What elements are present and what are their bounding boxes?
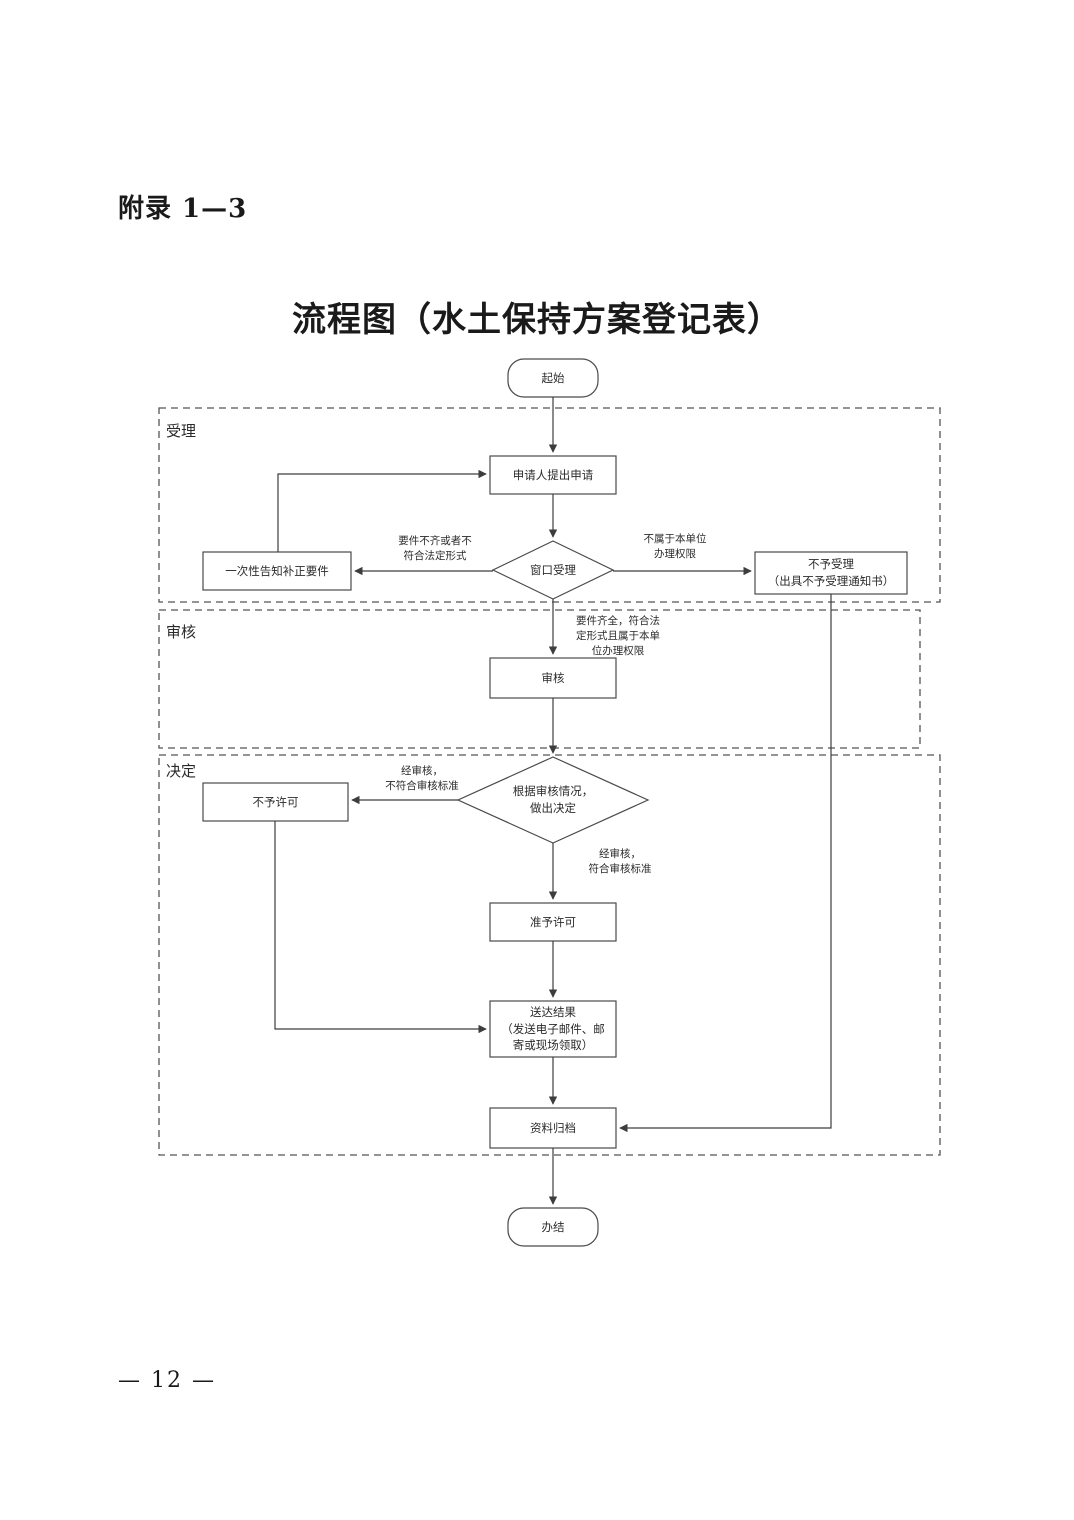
node-grant-permit-shape bbox=[489, 902, 617, 942]
node-start-shape bbox=[507, 358, 599, 398]
lane-box-review bbox=[158, 609, 921, 749]
lane-label-acceptance: 受理 bbox=[166, 422, 197, 440]
edge-notify-fix-to-apply bbox=[277, 469, 487, 552]
page-number: — 12 — bbox=[118, 1368, 216, 1393]
node-apply-shape bbox=[489, 455, 617, 495]
edge-label-out-of-scope: 不属于本单位 办理权限 bbox=[643, 533, 707, 561]
lane-box-acceptance bbox=[158, 407, 941, 603]
node-archive-shape bbox=[489, 1107, 617, 1149]
node-review-shape bbox=[489, 657, 617, 699]
lane-box-decision bbox=[158, 754, 941, 1156]
edge-label-incomplete: 要件不齐或者不 符合法定形式 bbox=[398, 535, 472, 563]
lane-label-review: 审核 bbox=[166, 623, 197, 641]
page-title: 流程图（水土保持方案登记表） bbox=[292, 300, 782, 340]
node-deliver-shape bbox=[489, 1000, 617, 1058]
node-deny-permit-shape bbox=[202, 782, 349, 822]
node-decide-shape bbox=[456, 756, 650, 844]
node-notify-fix-shape bbox=[202, 551, 352, 591]
edge-label-pass-standard: 经审核， 符合审核标准 bbox=[588, 848, 652, 876]
node-end-shape bbox=[507, 1207, 599, 1247]
node-reject-accept-shape bbox=[754, 551, 908, 595]
node-window-shape bbox=[491, 540, 615, 600]
edge-label-complete: 要件齐全，符合法 定形式且属于本单 位办理权限 bbox=[576, 615, 660, 658]
edge-label-fail-standard: 经审核， 不符合审核标准 bbox=[385, 765, 459, 793]
edge-deny-to-deliver bbox=[274, 821, 487, 1034]
lane-label-decision: 决定 bbox=[166, 762, 197, 780]
appendix-label: 附录 1—3 bbox=[118, 194, 248, 224]
edge-reject-to-archive bbox=[619, 594, 832, 1133]
